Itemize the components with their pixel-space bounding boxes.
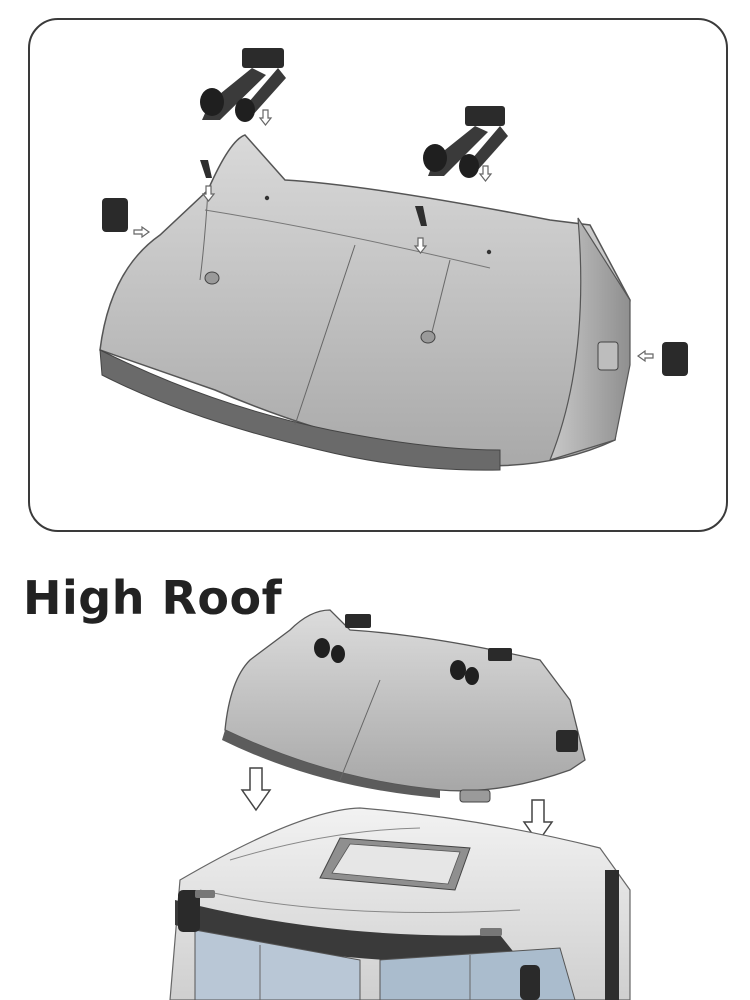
- mount-stud-center-icon: [415, 206, 427, 226]
- exploded-roof-illustration: [99, 48, 688, 471]
- horn-left-icon: [200, 48, 286, 122]
- section-title: High Roof: [23, 571, 283, 625]
- mount-stud-left-icon: [200, 160, 212, 178]
- assembly-arrows: [133, 109, 654, 363]
- cab-body: [169, 807, 631, 1000]
- side-light-right-icon: [662, 342, 688, 376]
- side-light-left-icon: [102, 198, 128, 232]
- roof-shell: [99, 134, 631, 471]
- floating-roof: [222, 609, 586, 803]
- horn-right-icon: [423, 106, 508, 178]
- exploded-roof-panel: [28, 18, 728, 532]
- roof-on-cab-illustration: [169, 609, 631, 1000]
- mount-down-arrows: [240, 767, 554, 844]
